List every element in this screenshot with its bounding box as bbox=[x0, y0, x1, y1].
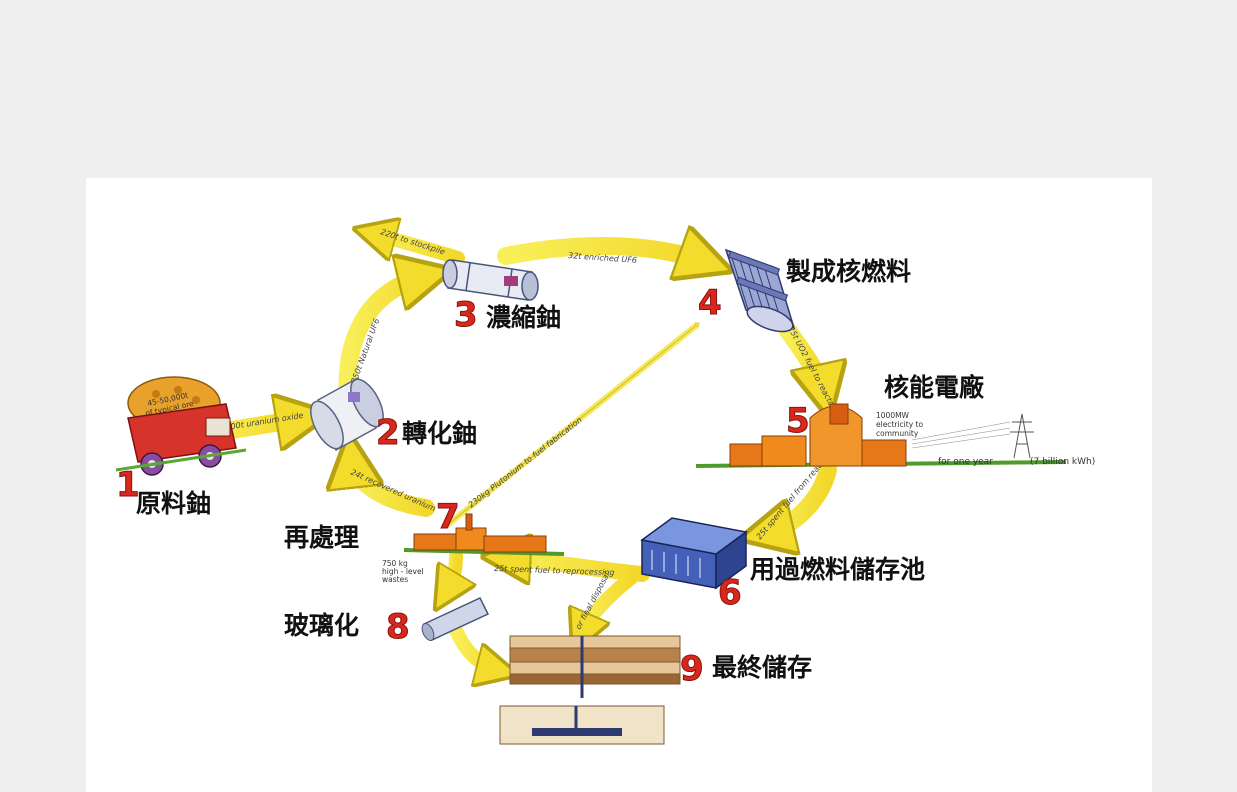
arrow-5-to-6 bbox=[766, 461, 837, 533]
stage-4-number: 4 bbox=[698, 283, 722, 323]
stage-6-number: 6 bbox=[718, 573, 742, 613]
fuel-bundle-icon bbox=[724, 248, 796, 333]
stage-9-label: 最終儲存 bbox=[712, 653, 812, 682]
power-kwh: (7 billion kWh) bbox=[1030, 457, 1095, 467]
stage-8: 8 玻璃化 bbox=[284, 607, 410, 648]
label-fuel: 25t UO2 fuel to reactor bbox=[786, 325, 838, 412]
waste-type: wastes bbox=[382, 575, 408, 584]
stage-8-label: 玻璃化 bbox=[284, 611, 359, 640]
waste-amount: 750 kg bbox=[382, 559, 408, 568]
stage-6-label: 用過燃料儲存池 bbox=[750, 555, 925, 584]
stage-1-number: 1 bbox=[116, 465, 140, 505]
stage-8-number: 8 bbox=[386, 607, 410, 647]
stage-2: 2 轉化鈾 bbox=[376, 413, 478, 454]
enrichment-cylinder-icon bbox=[442, 259, 539, 301]
stage-5: 5 核能電廠 bbox=[786, 373, 986, 442]
stage-3: 3 濃縮鈾 bbox=[454, 295, 562, 336]
power-line3: community bbox=[876, 429, 919, 438]
mine-truck-icon: 45-50,000t of typical ore bbox=[115, 376, 247, 476]
stage-5-number: 5 bbox=[786, 401, 810, 441]
arrow-4-to-5 bbox=[777, 319, 824, 392]
flow-arrows bbox=[187, 234, 837, 670]
arrow-7-to-2 bbox=[352, 460, 435, 517]
stage-1: 1 原料鈾 bbox=[116, 465, 212, 519]
power-line2: electricity to bbox=[876, 420, 923, 429]
stage-7: 7 再處理 bbox=[284, 497, 460, 553]
stage-5-label: 核能電廠 bbox=[884, 373, 985, 402]
stage-3-number: 3 bbox=[454, 295, 478, 335]
arrow-6-to-7 bbox=[506, 558, 650, 574]
stage-9-number: 9 bbox=[680, 649, 704, 689]
stage-6: 6 用過燃料儲存池 bbox=[718, 555, 926, 614]
arrow-7-to-8 bbox=[446, 549, 456, 592]
stage-4: 4 製成核燃料 bbox=[698, 257, 912, 324]
arrow-3-to-4 bbox=[497, 246, 706, 262]
stage-3-label: 濃縮鈾 bbox=[486, 303, 561, 332]
conversion-cylinder-icon bbox=[310, 376, 384, 452]
stage-9: 9 最終儲存 bbox=[680, 649, 813, 690]
stage-2-number: 2 bbox=[376, 413, 400, 453]
stage-7-label: 再處理 bbox=[284, 523, 359, 552]
reprocessing-plant-icon: 750 kg high - level wastes bbox=[382, 513, 565, 584]
stage-4-label: 製成核燃料 bbox=[785, 257, 911, 286]
final-repository-icon bbox=[499, 635, 681, 745]
spent-fuel-pool-icon bbox=[640, 517, 748, 590]
plutonium-arrow bbox=[444, 321, 700, 529]
stage-7-number: 7 bbox=[436, 497, 460, 537]
stage-1-label: 原料鈾 bbox=[136, 489, 211, 518]
arrow-2-to-3 bbox=[338, 276, 426, 407]
arrow-6-to-9 bbox=[581, 571, 638, 634]
vitrified-log-icon bbox=[421, 597, 490, 641]
power-duration: for one year bbox=[938, 457, 993, 467]
power-output: 1000MW bbox=[876, 411, 910, 420]
label-plutonium: 230kg Plutonium to fuel fabrication bbox=[467, 415, 584, 509]
waste-level: high - level bbox=[382, 567, 424, 576]
nuclear-fuel-cycle-diagram: 200t uranium oxide 250t Natural UF6 220t… bbox=[115, 178, 1095, 745]
arrow-8-to-9 bbox=[449, 623, 498, 670]
diagram-panel: 200t uranium oxide 250t Natural UF6 220t… bbox=[86, 178, 1152, 792]
label-reproc: 25t spent fuel to reprocessing bbox=[494, 564, 615, 577]
arrow-3-to-stockpile bbox=[374, 234, 465, 265]
power-tower-icon bbox=[1010, 413, 1034, 459]
power-plant-icon: 1000MW electricity to community for one … bbox=[695, 403, 1095, 468]
stage-2-label: 轉化鈾 bbox=[402, 419, 477, 448]
